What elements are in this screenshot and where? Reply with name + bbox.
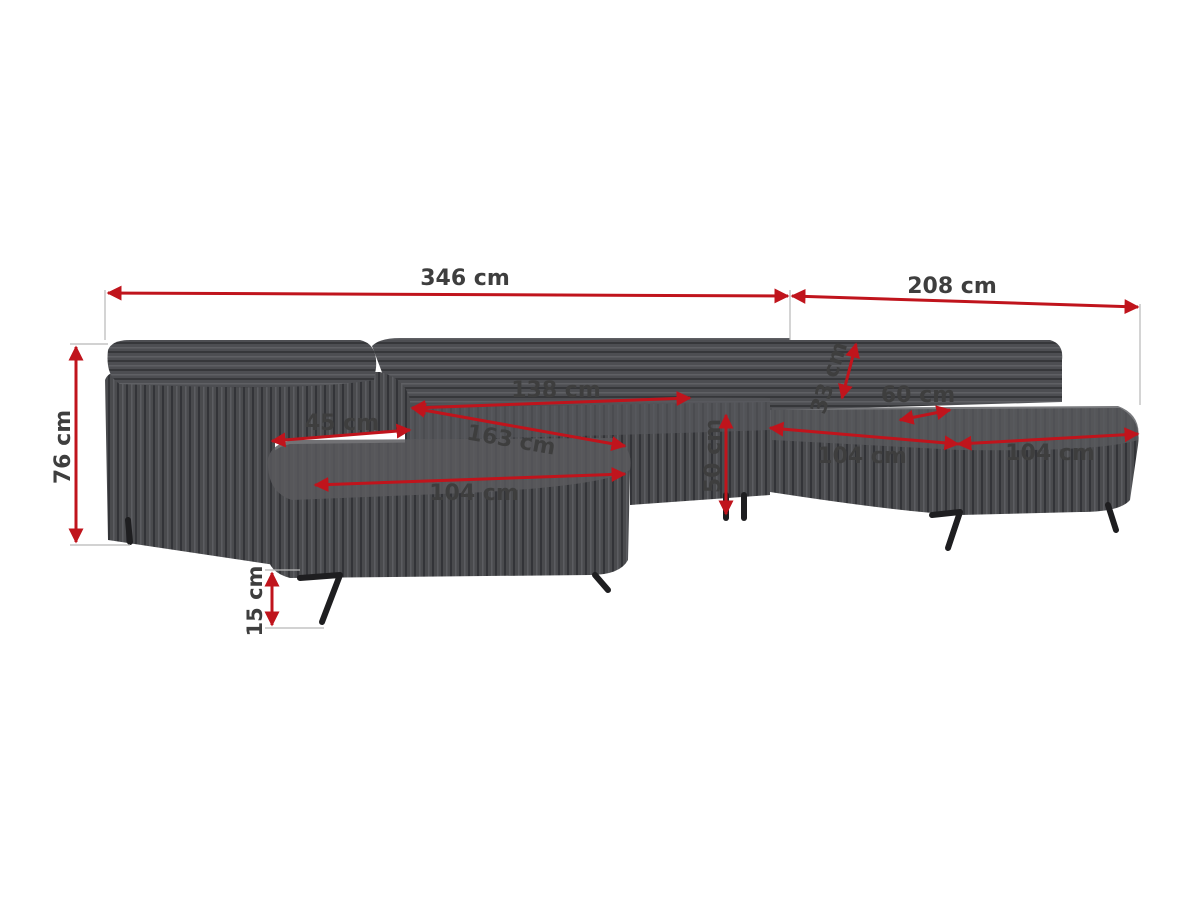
arrow-104-right bbox=[956, 427, 1140, 451]
label-total-width: 346 cm bbox=[420, 266, 510, 291]
label-right-chaise-depth: 104 cm bbox=[817, 444, 907, 469]
dimension-arrows bbox=[68, 285, 1140, 627]
arrow-45 bbox=[270, 423, 412, 448]
label-seat-height: 50 cm bbox=[701, 419, 726, 493]
label-height: 76 cm bbox=[51, 410, 76, 484]
arrow-33 bbox=[838, 342, 860, 400]
arrow-104-mid bbox=[768, 421, 960, 451]
label-side-depth: 208 cm bbox=[907, 274, 997, 299]
label-headrest-depth: 60 cm bbox=[881, 383, 955, 408]
label-center-seat-width: 138 cm bbox=[511, 378, 601, 403]
label-leg-height: 15 cm bbox=[243, 566, 267, 637]
guide-lines bbox=[70, 290, 1141, 629]
arrow-346 bbox=[106, 285, 790, 304]
label-right-chaise-width: 104 cm bbox=[1005, 441, 1095, 466]
sofa-left-headrest bbox=[107, 340, 377, 388]
dimension-labels: 346 cm 208 cm 76 cm 15 cm 45 cm 138 cm 1… bbox=[51, 266, 1095, 636]
arrow-104-left bbox=[313, 466, 627, 493]
sofa-legs bbox=[125, 492, 1119, 625]
arrow-208 bbox=[790, 288, 1140, 315]
arrow-163 bbox=[410, 402, 627, 452]
sofa-left-side bbox=[105, 372, 410, 565]
label-armrest-width: 45 cm bbox=[305, 411, 379, 436]
label-left-chaise-width: 104 cm bbox=[429, 481, 519, 506]
arrow-60 bbox=[898, 405, 952, 425]
